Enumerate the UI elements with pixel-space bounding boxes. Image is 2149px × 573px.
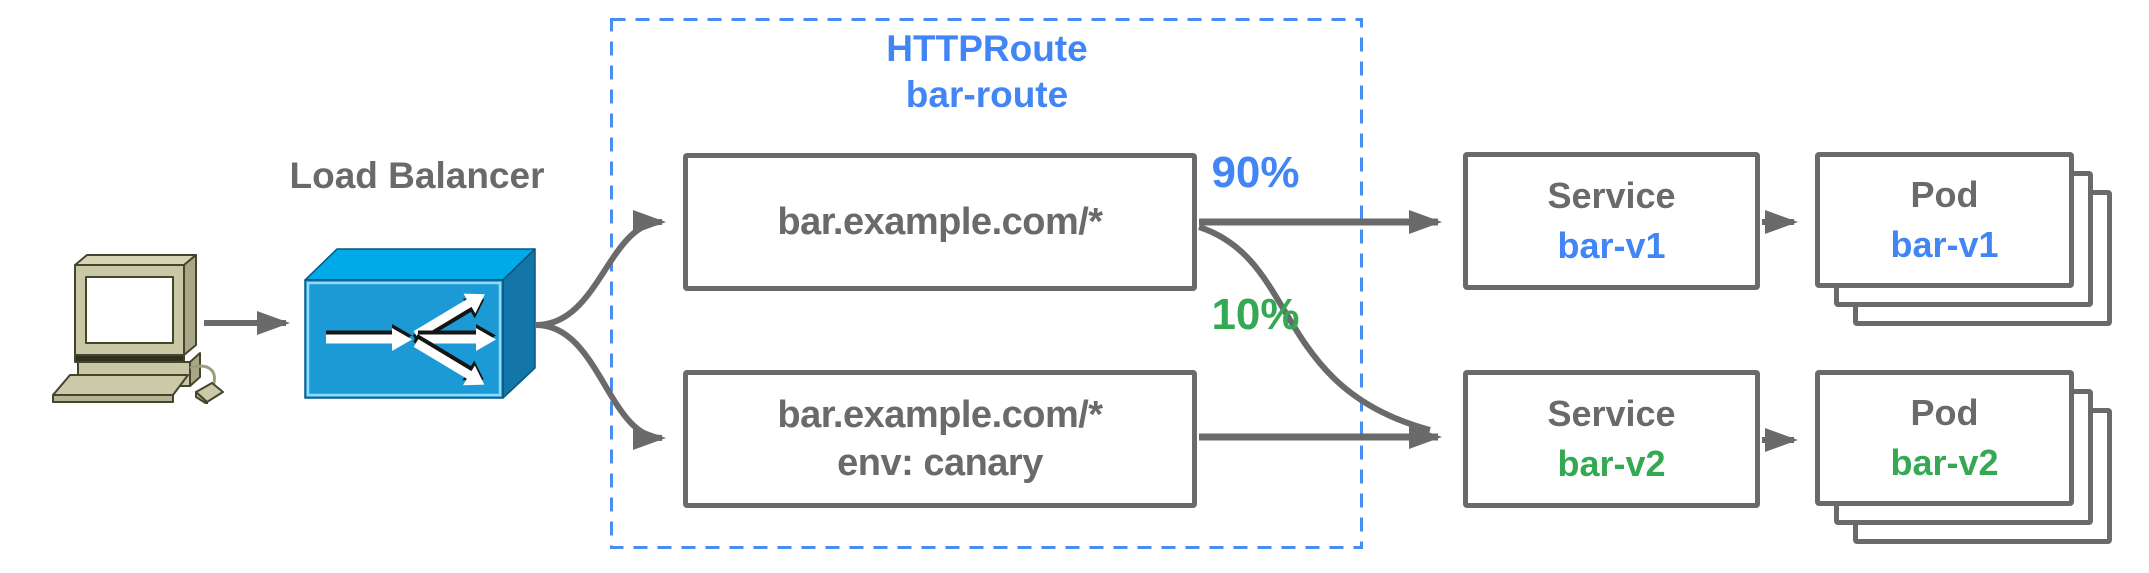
service-bar-v2-box: Service bar-v2 <box>1463 370 1760 508</box>
service-name: bar-v1 <box>1557 225 1666 266</box>
pod-name: bar-v1 <box>1890 224 1999 265</box>
load-balancer-label: Load Balancer <box>289 155 545 196</box>
route-rule-canary-box: bar.example.com/* env: canary <box>683 370 1197 508</box>
service-bar-v1-box: Service bar-v1 <box>1463 152 1760 290</box>
weight-10-label: 10% <box>1211 290 1300 339</box>
pod-name: bar-v2 <box>1890 442 1999 483</box>
pod-bar-v2-box: Pod bar-v2 <box>1815 370 2074 506</box>
pod-bar-v1-box: Pod bar-v1 <box>1815 152 2074 288</box>
route-match-text: bar.example.com/* <box>777 201 1103 243</box>
lb-to-primary-route-arrow <box>535 210 666 328</box>
lb-to-canary-route-arrow <box>535 322 666 450</box>
pod-stack-bar-v2: Pod bar-v2 <box>1815 370 2112 544</box>
route-match-text: bar.example.com/* <box>777 394 1103 436</box>
route-meta-text: env: canary <box>837 442 1043 484</box>
weight-90-label: 90% <box>1211 148 1300 197</box>
httproute-group-title: HTTPRoute bar-route <box>612 26 1362 118</box>
pod-label: Pod <box>1910 392 1979 433</box>
pod-stack-bar-v1: Pod bar-v1 <box>1815 152 2112 326</box>
service-label: Service <box>1547 393 1676 434</box>
pod-label: Pod <box>1910 174 1979 215</box>
client-computer-icon <box>50 252 228 404</box>
service-name: bar-v2 <box>1557 443 1666 484</box>
route-rule-primary-box: bar.example.com/* <box>683 153 1197 291</box>
service-label: Service <box>1547 175 1676 216</box>
load-balancer-icon <box>300 247 538 400</box>
httproute-name-label: bar-route <box>905 74 1069 115</box>
httproute-kind-label: HTTPRoute <box>886 28 1088 69</box>
